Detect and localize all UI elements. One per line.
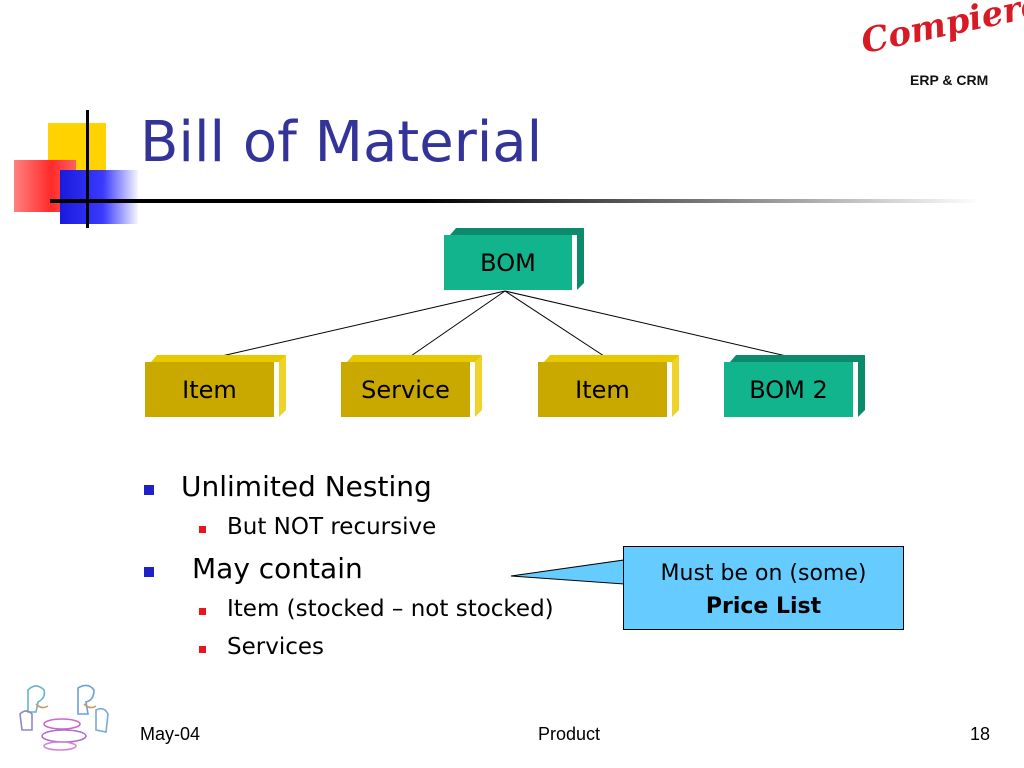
bullet-may-contain: May contain: [144, 552, 363, 585]
price-list-callout: Must be on (some) Price List: [623, 546, 904, 630]
bom-root-label: BOM: [444, 235, 572, 290]
title-rule: [50, 199, 980, 203]
footer-date: May-04: [140, 724, 201, 744]
bullet-text: Unlimited Nesting: [181, 470, 432, 503]
compiere-logo: Compiere ERP & CRM: [858, 0, 1024, 96]
sub-bullet-item-stocked: Item (stocked – not stocked): [199, 596, 554, 622]
child-label-bom-2: BOM 2: [724, 362, 853, 417]
child-label-item-1: Item: [145, 362, 274, 417]
connector-item-1: [212, 290, 506, 359]
child-box-item-2: Item: [538, 355, 679, 417]
bom-root-box: BOM: [444, 228, 584, 290]
connector-service: [407, 290, 506, 359]
people-clipart-icon: [19, 684, 109, 751]
deco-vertical-line: [86, 110, 89, 228]
child-label-item-2: Item: [538, 362, 667, 417]
callout-line-1: Must be on (some): [660, 561, 867, 586]
sub-bullet-text: But NOT recursive: [227, 514, 437, 540]
bullet-square-icon: [144, 485, 154, 495]
logo-wordmark: Compiere: [857, 0, 1024, 63]
callout-line-2: Price List: [705, 594, 822, 619]
child-label-service: Service: [341, 362, 470, 417]
child-box-item-1: Item: [145, 355, 286, 417]
bullet-square-icon: [144, 567, 154, 577]
sub-bullet-services: Services: [199, 634, 324, 660]
logo-subtitle: ERP & CRM: [910, 72, 989, 88]
sub-bullet-not-recursive: But NOT recursive: [199, 514, 437, 540]
bullet-unlimited-nesting: Unlimited Nesting: [144, 470, 432, 503]
connector-bom-2: [504, 290, 796, 359]
bullet-text: May contain: [192, 552, 363, 585]
sub-bullet-square-icon: [199, 646, 206, 653]
sub-bullet-square-icon: [199, 608, 206, 615]
connector-item-2: [504, 290, 608, 359]
footer-page-number: 18: [970, 724, 991, 744]
deco-blue-square: [60, 170, 138, 224]
sub-bullet-text: Services: [227, 634, 324, 660]
sub-bullet-text: Item (stocked – not stocked): [227, 596, 554, 622]
footer-center: Product: [538, 724, 601, 744]
child-box-service: Service: [341, 355, 482, 417]
sub-bullet-square-icon: [199, 526, 206, 533]
slide-title: Bill of Material: [140, 110, 543, 175]
child-box-bom-2: BOM 2: [724, 355, 865, 417]
